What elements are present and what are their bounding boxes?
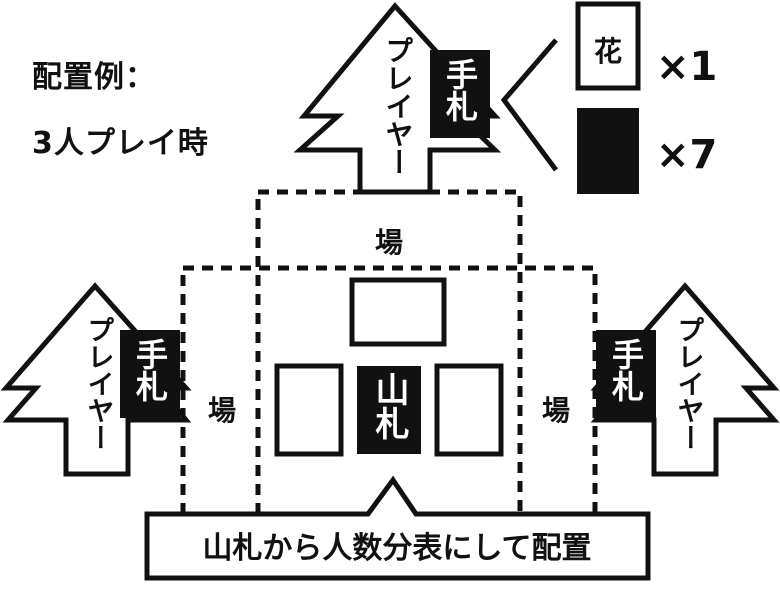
- layout-title: 配置例：: [32, 60, 156, 95]
- player-left-label: プレイヤー: [83, 316, 114, 451]
- field-card-top: [349, 277, 447, 347]
- player-count-note: 3人プレイ時: [32, 126, 209, 161]
- player-left-hand: [120, 330, 180, 418]
- instruction-callout: [144, 475, 651, 581]
- player-top: プレイヤー 手札: [293, 2, 502, 195]
- player-left: プレイヤー 手札: [0, 282, 192, 477]
- player-top-hand: [430, 50, 490, 138]
- player-top-label: プレイヤー: [382, 36, 415, 176]
- field-card-right: [434, 363, 504, 457]
- field-label-left: 場: [208, 394, 236, 427]
- player-top-hand-label: 手札: [441, 58, 479, 122]
- deck: [357, 366, 421, 454]
- player-right-label: プレイヤー: [673, 316, 704, 451]
- hand-card-black: [577, 108, 639, 194]
- hand-card-white: [575, 1, 641, 91]
- instruction-text: 山札から人数分表にして配置: [202, 531, 591, 566]
- player-right-hand-label: 手札: [607, 338, 645, 402]
- field-label-right: 場: [542, 394, 570, 427]
- player-right-hand: [596, 330, 656, 418]
- field-label-top: 場: [375, 226, 403, 259]
- hand-card-white-label: 花: [593, 35, 622, 68]
- player-right: プレイヤー 手札: [590, 282, 780, 477]
- deck-label: 山札: [369, 372, 409, 440]
- hand-callout-bracket: [500, 38, 559, 172]
- field-card-left: [274, 363, 344, 457]
- player-left-hand-label: 手札: [131, 338, 169, 402]
- hand-count-black: ×7: [656, 132, 718, 178]
- hand-count-white: ×1: [656, 44, 718, 90]
